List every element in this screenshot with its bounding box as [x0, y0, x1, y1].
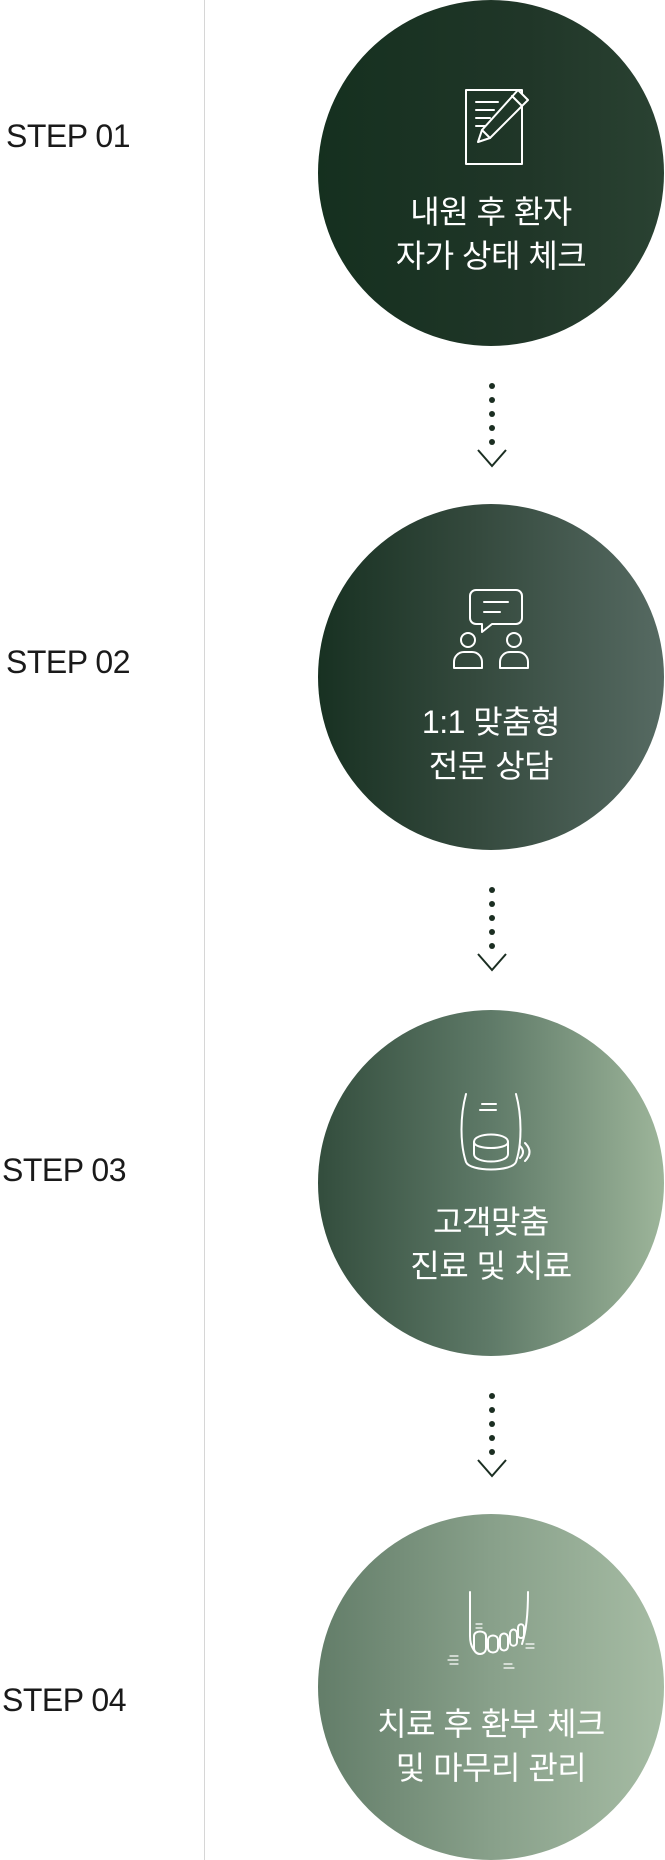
dotted-arrow-down-icon	[476, 884, 508, 974]
step-label-01: STEP 01	[6, 118, 130, 154]
step-label-04: STEP 04	[2, 1682, 126, 1718]
toenail-treatment-icon	[446, 1086, 536, 1176]
step-circle-04: 치료 후 환부 체크 및 마무리 관리	[318, 1514, 664, 1860]
step-text-02: 1:1 맞춤형 전문 상담	[421, 704, 561, 784]
pencil-document-icon	[446, 80, 536, 170]
step-label-03: STEP 03	[2, 1152, 126, 1188]
foot-toes-icon	[446, 1586, 536, 1676]
step-label-02: STEP 02	[6, 644, 130, 680]
step-text-01: 내원 후 환자 자가 상태 체크	[395, 194, 587, 274]
step-circle-02: 1:1 맞춤형 전문 상담	[318, 504, 664, 850]
step-circle-01: 내원 후 환자 자가 상태 체크	[318, 0, 664, 346]
vertical-divider	[204, 0, 205, 1860]
dotted-arrow-down-icon	[476, 1390, 508, 1480]
consultation-chat-icon	[446, 584, 536, 674]
step-circle-03: 고객맞춤 진료 및 치료	[318, 1010, 664, 1356]
dotted-arrow-down-icon	[476, 380, 508, 470]
step-text-04: 치료 후 환부 체크 및 마무리 관리	[377, 1706, 605, 1786]
step-text-03: 고객맞춤 진료 및 치료	[410, 1204, 572, 1284]
